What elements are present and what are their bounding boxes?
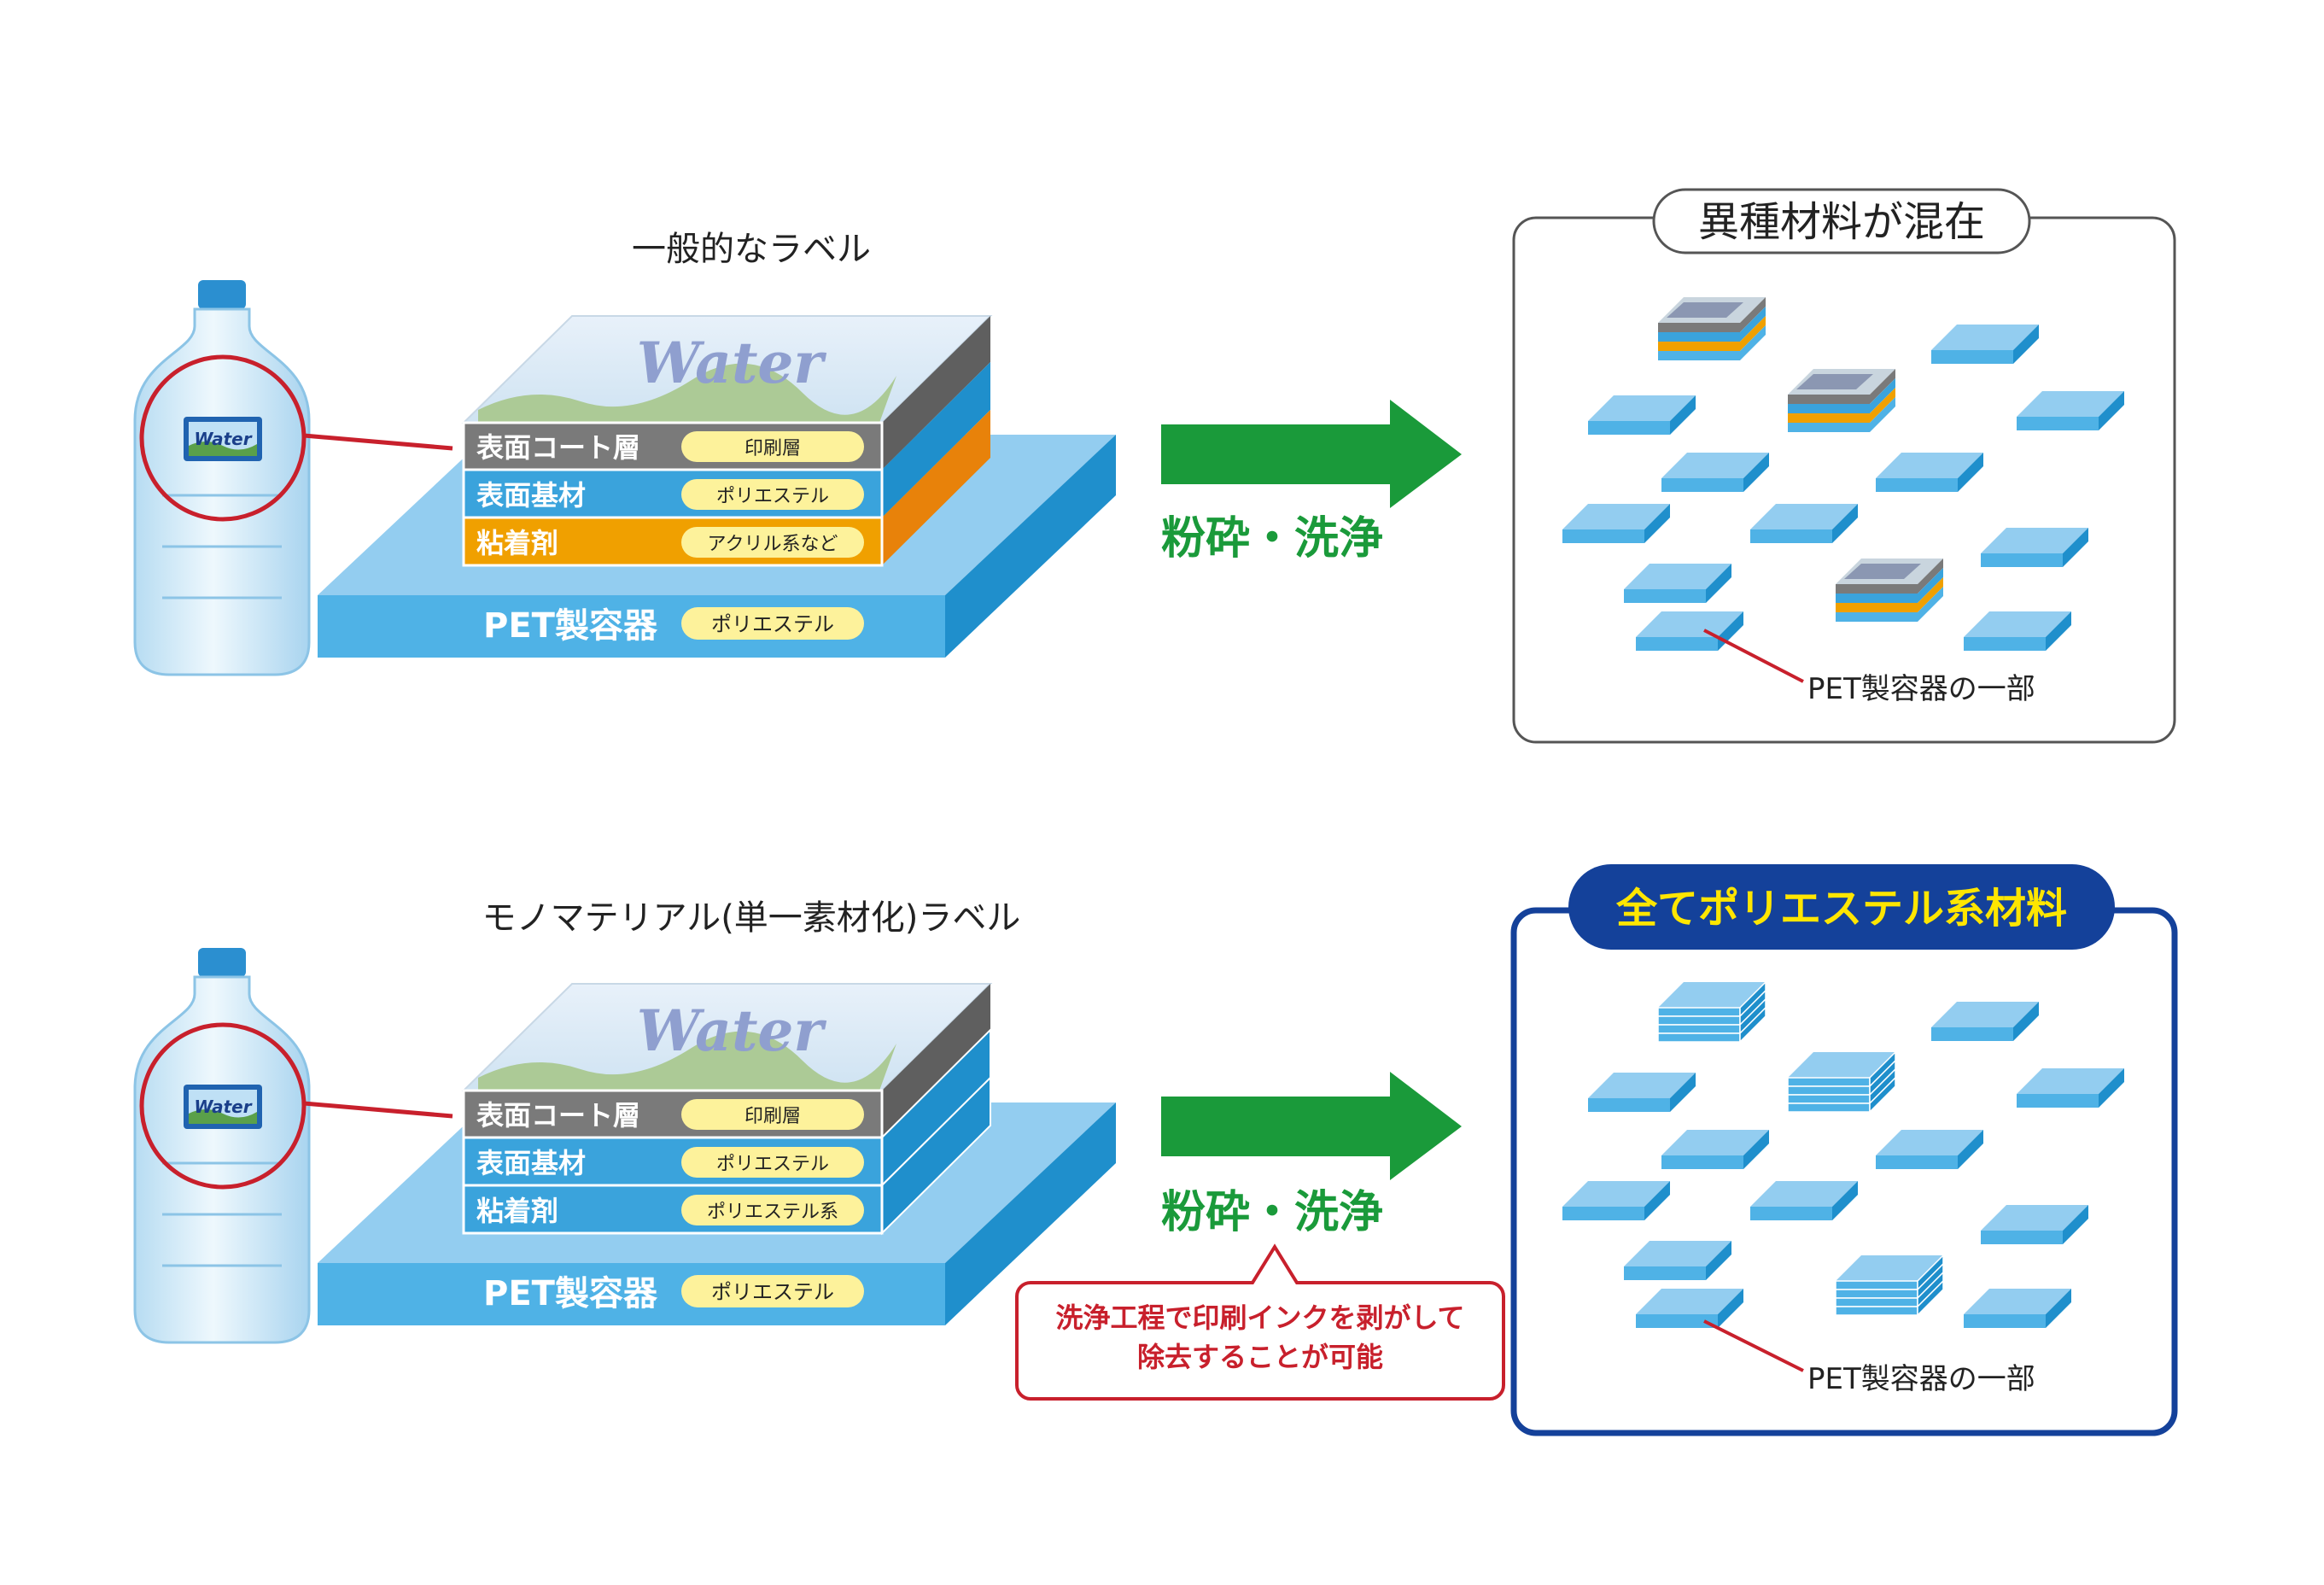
zoom-connector (303, 1101, 453, 1119)
pet-fragment (1931, 1002, 2039, 1041)
process-label: 粉砕・洗浄 (1161, 513, 1383, 564)
layer-name: 表面基材 (476, 1147, 586, 1179)
pet-fragment (1981, 1205, 2088, 1244)
fragment-field (1562, 980, 2124, 1328)
callout-line-2: 除去することが可能 (1137, 1341, 1383, 1373)
pointer-line (1703, 629, 1804, 683)
bottle-label-text: Water (194, 1097, 252, 1117)
pet-fragment (1562, 504, 1670, 543)
layer-row: 粘着剤 ポリエステル系 (462, 1184, 884, 1235)
layer-name: 表面コート層 (476, 1099, 640, 1132)
pet-fragment (1624, 564, 1731, 603)
layer-material: 印刷層 (744, 1106, 801, 1127)
bottle-body (133, 975, 311, 1344)
pet-base-material: ポリエステル (711, 612, 834, 636)
pet-fragment (1588, 1073, 1696, 1112)
process-arrow (1161, 1072, 1462, 1180)
layer-name: 粘着剤 (476, 527, 558, 559)
zoom-circle (139, 1022, 307, 1190)
pet-base-label: PET製容器 (483, 1274, 658, 1313)
pet-base-material: ポリエステル (711, 1280, 834, 1304)
layer-row: 表面基材 ポリエステル (462, 1136, 884, 1187)
label-fragment (1836, 559, 1943, 622)
result-box (1512, 216, 2176, 744)
bottle: Water (133, 280, 311, 676)
result-title: 全てポリエステル系材料 (1615, 885, 2067, 933)
layer-row: 表面コート層 印刷層 (462, 421, 884, 471)
bottle-cap (198, 280, 246, 309)
fragment-field (1562, 297, 2124, 651)
callout-bubble: 洗浄工程で印刷インクを剥がして 除去することが可能 (1015, 1243, 1505, 1401)
bottle: Water (133, 948, 311, 1344)
label-stack: Water (461, 315, 993, 565)
zoom-connector (303, 433, 453, 451)
pet-fragment (1661, 453, 1769, 492)
pet-base-pill (681, 607, 864, 640)
pet-fragment (1964, 611, 2071, 651)
result-box (1510, 907, 2178, 1436)
layer-name: 表面コート層 (476, 431, 640, 464)
callout-line-1: 洗浄工程で印刷インクを剥がして (1055, 1301, 1464, 1334)
bottle-body (133, 307, 311, 676)
label-fragment (1787, 1050, 1896, 1114)
pet-fragment (1964, 1289, 2071, 1328)
layer-name: 表面基材 (476, 479, 586, 512)
layer-material: ポリエステル系 (707, 1202, 838, 1223)
layer-row: 表面基材 ポリエステル (462, 468, 884, 519)
zoom-circle (139, 354, 307, 522)
label-fragment (1658, 297, 1766, 360)
process-arrow (1161, 400, 1462, 508)
label-fragment (1835, 1254, 1944, 1317)
pet-fragment (1636, 1289, 1743, 1328)
bottle-cap (198, 948, 246, 977)
pet-fragment (1750, 504, 1858, 543)
pet-fragment (1876, 453, 1983, 492)
pet-base-pill (681, 1275, 864, 1307)
result-title: 異種材料が混在 (1698, 198, 1985, 246)
top-title: 一般的なラベル (632, 230, 871, 269)
bottom-title: モノマテリアル(単一素材化)ラベル (482, 898, 1021, 938)
pet-fragment (1981, 528, 2088, 567)
pet-fragment (2017, 391, 2124, 430)
process-label: 粉砕・洗浄 (1161, 1187, 1383, 1238)
label-fragment (1788, 369, 1895, 432)
layer-material: 印刷層 (744, 438, 801, 459)
bottle-label-text: Water (194, 429, 252, 449)
layer-row: 粘着剤 アクリル系など (462, 516, 884, 567)
layer-material: ポリエステル (716, 1154, 829, 1175)
pointer-label: PET製容器の一部 (1807, 1362, 2035, 1396)
label-fragment (1657, 980, 1766, 1044)
pet-fragment (1661, 1130, 1769, 1169)
layer-material: アクリル系など (708, 534, 838, 555)
pet-fragment (1636, 611, 1743, 651)
bottom-section: モノマテリアル(単一素材化)ラベル Water PET製容器 ポリエステル Wa… (133, 864, 2178, 1436)
pet-fragment (1750, 1181, 1858, 1220)
label-stack: Water (461, 983, 993, 1236)
pet-fragment (1562, 1181, 1670, 1220)
layer-material: ポリエステル (716, 486, 829, 507)
layer-row: 表面コート層 印刷層 (462, 1089, 884, 1139)
pet-fragment (1624, 1241, 1731, 1280)
pet-fragment (1588, 395, 1696, 435)
pointer-line (1703, 1319, 1804, 1372)
card-word: Water (637, 330, 827, 396)
pet-fragment (1876, 1130, 1983, 1169)
card-word: Water (637, 997, 827, 1064)
pet-base-label: PET製容器 (483, 606, 658, 646)
layer-name: 粘着剤 (476, 1195, 558, 1227)
pointer-label: PET製容器の一部 (1807, 672, 2035, 706)
pet-fragment (2017, 1068, 2124, 1108)
pet-fragment (1931, 325, 2039, 364)
top-section: 一般的なラベル Water PET製容器 ポリエステル Wa (133, 188, 2176, 744)
